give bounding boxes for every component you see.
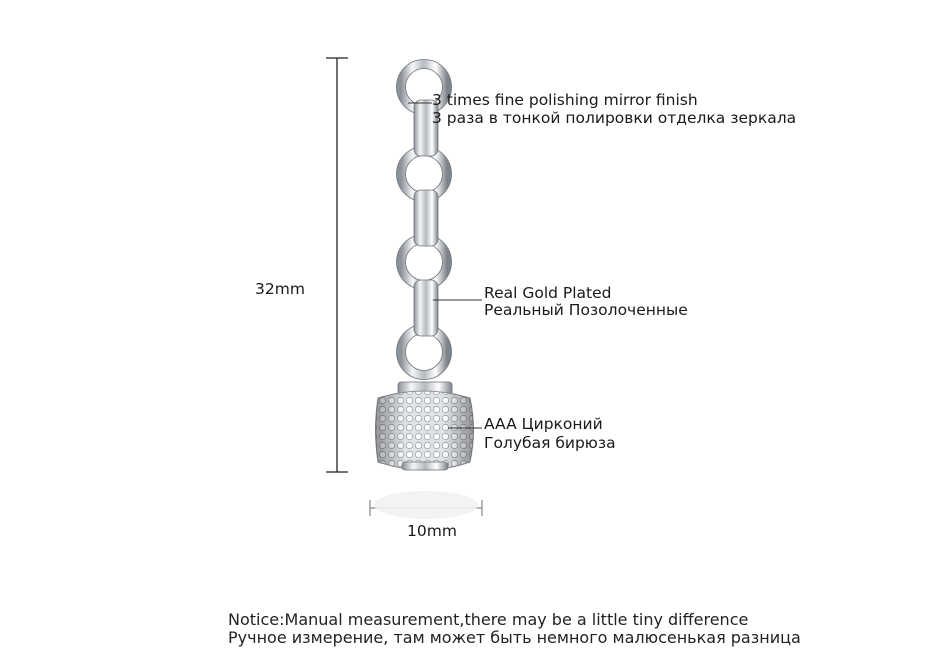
- gold-plated-annotation-en: Real Gold Plated: [484, 284, 612, 302]
- polish-annotation-en: 3 times fine polishing mirror finish: [432, 91, 698, 109]
- height-dimension-line: [326, 57, 348, 473]
- annotation-leader-lines: [408, 102, 482, 429]
- measurement-notice-ru: Ручное измерение, там может быть немного…: [228, 628, 801, 647]
- gold-plated-annotation-ru: Реальный Позолоченные: [484, 301, 688, 319]
- width-dimension-label: 10mm: [407, 522, 457, 540]
- chain-links: [413, 99, 439, 337]
- zircon-annotation-line1: AAA Цирконий: [484, 415, 603, 433]
- height-dimension-label: 32mm: [255, 280, 305, 298]
- zircon-annotation-line2: Голубая бирюза: [484, 434, 616, 452]
- measurement-notice-en: Notice:Manual measurement,there may be a…: [228, 610, 749, 629]
- polish-annotation-ru: 3 раза в тонкой полировки отделка зеркал…: [432, 109, 797, 127]
- zircon-pave-bead: [375, 390, 474, 471]
